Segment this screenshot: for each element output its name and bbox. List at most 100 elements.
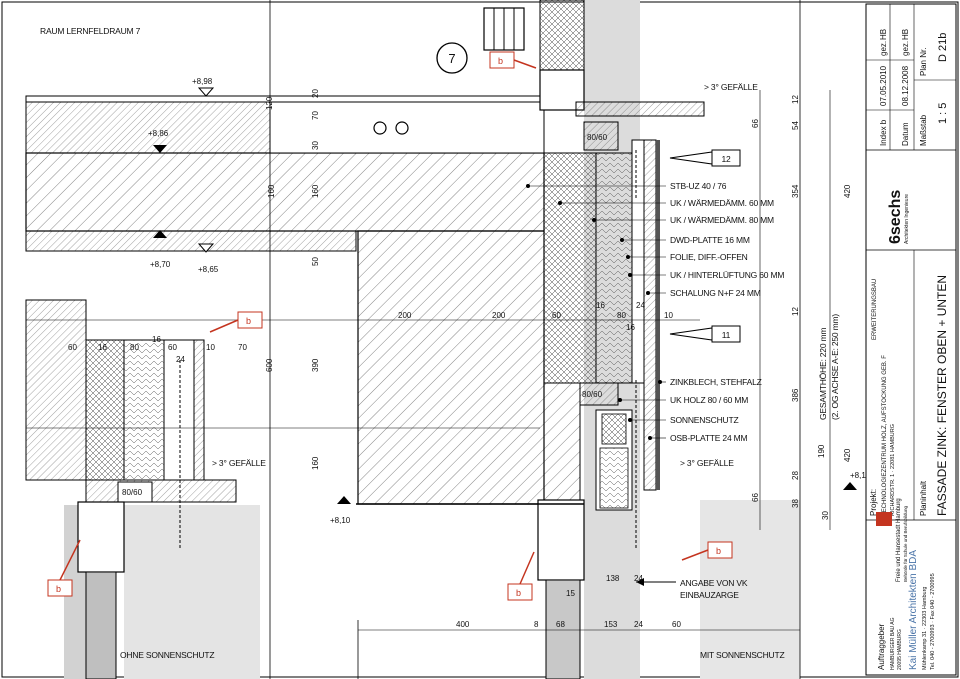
dimension: 354 xyxy=(791,184,800,198)
revision-b: b xyxy=(246,316,251,326)
exterior-gray-left xyxy=(124,505,260,679)
project-label: Projekt: xyxy=(869,489,878,516)
dimension: 12 xyxy=(791,307,800,316)
hamburg-crest-icon xyxy=(876,512,892,526)
pipe-circle-2 xyxy=(395,121,409,135)
facade-wall-insulation-2 xyxy=(595,152,633,384)
logo: 6sechs xyxy=(887,190,904,244)
level-marker xyxy=(337,496,351,504)
window-glass-left xyxy=(85,571,117,679)
level-label: +8,70 xyxy=(150,260,171,269)
room-label: RAUM LERNFELDRAUM 7 xyxy=(40,26,141,36)
dimension: 200 xyxy=(492,311,506,320)
dimension: 390 xyxy=(311,358,320,372)
index-init: HB xyxy=(879,29,888,40)
left-wall-insul-2 xyxy=(123,339,165,481)
layer-label: STB-UZ 40 / 76 xyxy=(670,181,727,191)
layer-label: UK / HINTERLÜFTUNG 60 MM xyxy=(670,270,784,280)
city-org: Freie und Hansestadt Hamburg xyxy=(896,498,902,582)
project-line-2: RICHARDSTR. 1 · 22081 HAMBURG xyxy=(890,424,896,516)
dimension: 153 xyxy=(604,620,618,629)
logo-sub: Architekten Ingenieure xyxy=(904,194,910,244)
layer-label: ZINKBLECH, STEHFALZ xyxy=(670,377,762,387)
slope-note: > 3° GEFÄLLE xyxy=(680,458,734,468)
dimension: 400 xyxy=(456,620,470,629)
zinc-sheet xyxy=(656,140,660,490)
dimension: 30 xyxy=(821,511,830,520)
date-by: gez. xyxy=(901,41,910,56)
upper-floor-band xyxy=(25,95,547,103)
layer-label: SCHALUNG N+F 24 MM xyxy=(670,288,761,298)
layer-label: UK / WÄRMEDÄMM. 60 MM xyxy=(670,198,774,208)
profile-label: 80/60 xyxy=(122,488,143,497)
layer-callouts-lower xyxy=(618,380,666,440)
vk-note: ANGABE VON VK xyxy=(680,578,748,588)
vk-arrow-head xyxy=(636,578,644,586)
sunshade-motor xyxy=(601,413,627,445)
section-box-11 xyxy=(711,325,741,343)
client-line-1: HAMBURGER BAU AG xyxy=(890,617,896,670)
date-init: HB xyxy=(901,29,910,40)
project-line-1: TECHNOLOGIEZENTRUM HOLZ, AUFSTOCKUNG GEB… xyxy=(882,355,888,516)
facade-wall-insulation xyxy=(543,152,597,384)
dimension: 12 xyxy=(791,95,800,104)
dimension: 66 xyxy=(751,119,760,128)
left-wall-hatch xyxy=(25,299,87,481)
dimension: 70 xyxy=(238,343,247,352)
level-label: +8,12 xyxy=(850,471,871,480)
level-label: +8,98 xyxy=(192,77,213,86)
scale-label: Maßstab xyxy=(919,114,928,146)
section-box-12 xyxy=(711,149,741,167)
left-profile-80-60 xyxy=(117,481,153,503)
plan-no-label: Plan Nr. xyxy=(919,48,928,76)
section-label-12: 12 xyxy=(721,154,731,164)
profile-label: 80/60 xyxy=(582,390,603,399)
dimension: 30 xyxy=(311,141,320,150)
title-block xyxy=(865,3,957,676)
dimension: 80 xyxy=(617,311,626,320)
sunshade-roll xyxy=(599,447,629,509)
level-marker xyxy=(153,145,167,153)
layer-label: OSB-PLATTE 24 MM xyxy=(670,433,748,443)
dimension: 68 xyxy=(556,620,565,629)
pipe-circle-1 xyxy=(373,121,387,135)
vk-note: EINBAUZARGE xyxy=(680,590,739,600)
dimension: 420 xyxy=(843,448,852,462)
total-thickness: GESAMTHÖHE: 220 mm xyxy=(818,328,828,420)
dimension: 138 xyxy=(606,574,620,583)
dimension: 600 xyxy=(265,358,274,372)
dimension: 10 xyxy=(206,343,215,352)
caption-left: OHNE SONNENSCHUTZ xyxy=(120,650,214,660)
dimension: 160 xyxy=(267,184,276,198)
index-label: Index b xyxy=(879,119,888,146)
index-date: 07.05.2010 xyxy=(879,65,888,106)
date-value: 08.12.2008 xyxy=(901,65,910,106)
profile-80-60-top xyxy=(583,121,619,151)
osb-board xyxy=(543,382,581,504)
dimension: 16 xyxy=(596,301,605,310)
revision-b: b xyxy=(498,56,503,66)
dimension: 54 xyxy=(791,121,800,130)
dimension: 70 xyxy=(311,111,320,120)
dimension: 38 xyxy=(791,499,800,508)
upper-slab xyxy=(25,152,545,232)
plan-label: Planinhalt xyxy=(919,480,928,516)
architect-tel: Tel. 040 - 2700993 · Fax 040 - 2700995 xyxy=(930,573,936,670)
layer-label: FOLIE, DIFF.-OFFEN xyxy=(670,252,748,262)
slope-note: > 3° GEFÄLLE xyxy=(704,82,758,92)
dimension: 160 xyxy=(311,184,320,198)
index-by: gez. xyxy=(879,41,888,56)
layer-label: UK HOLZ 80 / 60 MM xyxy=(670,395,748,405)
section-arrow-12 xyxy=(669,151,713,165)
city-dept: Behörde für Schule und Berufsbildung xyxy=(903,505,908,582)
exterior-gray-right xyxy=(700,500,800,679)
left-wall-insulation xyxy=(85,339,125,481)
layer-label: DWD-PLATTE 16 MM xyxy=(670,235,750,245)
dimension: 24 xyxy=(176,355,185,364)
dimension: 16 xyxy=(98,343,107,352)
dimension: 66 xyxy=(751,493,760,502)
project-label-right: ERWEITERUNGSBAU xyxy=(872,279,878,340)
dimension: 16 xyxy=(626,323,635,332)
section-arrow-11 xyxy=(669,327,713,341)
beam-downstand xyxy=(357,230,545,505)
